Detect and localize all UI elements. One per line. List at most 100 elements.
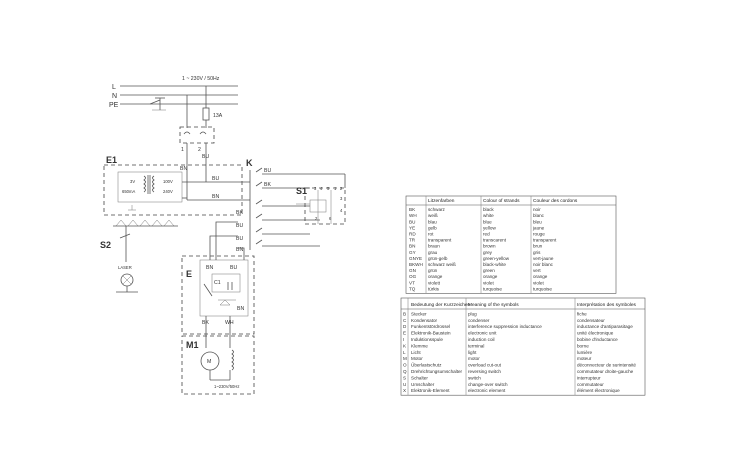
table-cell: grey [483,250,493,255]
table-cell: unité électronique [577,331,614,336]
table-code-cell: C [403,318,407,323]
table-code-cell: L [403,350,406,355]
table-cell: motor [468,356,480,361]
fuse: 13A [186,86,223,128]
block-label-e: E [186,269,192,279]
table-cell: Umschalter [411,382,435,387]
table-cell: moteur [577,356,592,361]
table-code-cell: I [403,337,404,342]
block-label-s1: S1 [296,186,307,196]
table-cell: brun [533,244,543,249]
table-cell: orange [428,274,443,279]
switch-number-4: 1 [334,186,337,191]
line-label-pe: PE [109,102,119,109]
block-label-e1: E1 [106,155,117,165]
table-cell: commutateur [577,382,604,387]
wire-label-bu4: BU [236,223,243,229]
transformer-in-2: 240V [163,189,173,194]
table-cell: noir blanc [533,262,554,267]
table-cell: Stecker [411,311,427,316]
table-header: Colour of strands [483,198,520,204]
switch-number-8: 2 [315,216,318,221]
transformer-in-1: 100V [163,179,173,184]
wire-label-bn4: BN [206,265,213,271]
wire-label-bk3: BK [202,320,209,326]
table-code-cell: K [403,343,407,348]
table-code-cell: BKWH [409,262,423,267]
table-cell: türkis [428,286,440,291]
table-cell: Elektronik-Element [411,388,450,393]
table-cell: commutateur droite-gauche [577,369,634,374]
table-cell: schwarz [428,207,446,212]
fuse-rating: 13A [213,113,223,119]
wire-label-bu2: BU [212,176,219,182]
table-code-cell: X [403,388,406,393]
table-cell: déconnecteur de surintensité [577,363,636,368]
wire-label-bn1: BN [180,166,187,172]
table-cell: grün-gelb [428,256,448,261]
table-cell: noir [533,207,541,212]
table-cell: yellow [483,225,496,230]
table-cell: switch [468,375,481,380]
table-cell: turquoise [533,286,552,291]
supply-voltage-label: 1 ~ 230V / 50Hz [182,76,220,82]
switch-number-5: 2 [340,186,343,191]
table-code-cell: OG [409,274,417,279]
switch-number-3: 5 [327,186,330,191]
table-code-cell: M [403,356,407,361]
line-label-n: N [112,93,117,100]
wire-label-bu3: BU [264,168,271,174]
table-cell: condenser [468,318,490,323]
block-label-k: K [246,158,253,168]
table-cell: plug [468,311,477,316]
table-cell: turquoise [483,286,502,291]
table-code-cell: TR [409,238,416,243]
wire-label-bn5: BN [237,306,244,312]
table-code-cell: GN [409,268,416,273]
transformer-out-2: 650mA [122,189,135,194]
table-cell: interference suppression inductance [468,324,542,329]
table-cell: Elektronik-Baustein [411,331,451,336]
table-cell: violet [533,280,544,285]
table-code-cell: O [403,363,407,368]
table-cell: Schalter [411,375,428,380]
table-code-cell: RD [409,232,416,237]
table-cell: grau [428,250,438,255]
table-cell: blanc [533,213,545,218]
table-cell: inductance d'antiparasitage [577,324,633,329]
table-cell: weiß [428,213,438,218]
capacitor-label: C1 [214,280,221,286]
table-header: Meaning of the symbols [468,302,519,308]
table-cell: Induktionsspule [411,337,443,342]
svg-text:1: 1 [181,147,184,153]
table-cell: élément électronique [577,388,620,393]
table-code-cell: WH [409,213,417,218]
block-label-s2: S2 [100,240,111,250]
table-cell: transparent [428,238,452,243]
e1-block: E1 3V 650mA 100V 240V BU BN [103,155,250,216]
table-cell: gris [533,250,541,255]
table-code-cell: YE [409,225,415,230]
table-cell: orange [483,274,498,279]
table-header: Couleur des cordons [533,198,578,204]
table-code-cell: S [403,375,406,380]
wire-label-bn3: BN [236,247,243,253]
wire-label-bu5: BU [236,236,243,242]
table-cell: blue [483,219,492,224]
table-cell: black-white [483,262,506,267]
table-header: Litzenfarben [428,198,455,204]
switch-number-9: 6 [329,216,332,221]
table-cell: black [483,207,494,212]
table-cell: electronic unit [468,331,497,336]
transformer-out-1: 3V [130,179,135,184]
table-cell: green [483,268,495,273]
table-cell: Licht [411,350,421,355]
table-code-cell: Q [403,369,407,374]
table-cell: orange [533,274,548,279]
wire-label-bk2: BK [236,210,243,216]
table-cell: red [483,232,490,237]
table-cell: vert [533,268,541,273]
table-cell: schwarz weiß [428,262,456,267]
table-cell: green-yellow [483,256,510,261]
table-cell: electronic element [468,388,506,393]
